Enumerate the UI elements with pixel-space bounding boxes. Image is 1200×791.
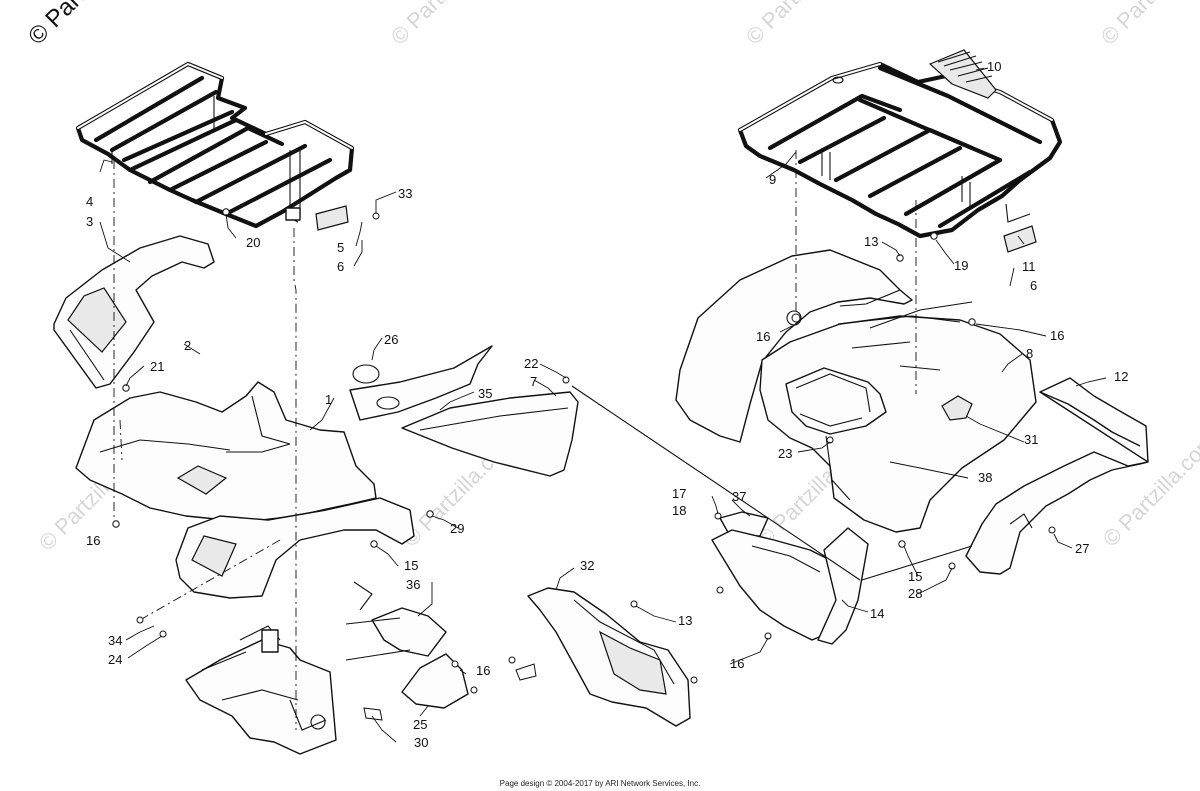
- callout-4: 4: [86, 194, 93, 209]
- callout-24: 24: [108, 652, 122, 667]
- callout-12: 12: [1114, 369, 1128, 384]
- callout-16: 16: [730, 656, 744, 671]
- leader-lines: [99, 67, 1107, 743]
- rear-grab-handle: [928, 49, 997, 99]
- watermark-tile: © Partzilla.com: [741, 0, 864, 50]
- callout-7: 7: [530, 374, 537, 389]
- callout-32: 32: [580, 558, 594, 573]
- callout-6: 6: [1030, 278, 1037, 293]
- callout-labels: 1 2 3 4 5 6 6 7 8 9 10 11 12 13 13 14 15…: [86, 59, 1128, 750]
- callout-9: 9: [769, 172, 776, 187]
- side-panels-front: [349, 345, 579, 477]
- rear-fender-right: [965, 377, 1149, 575]
- callout-5: 5: [337, 240, 344, 255]
- watermark-corner: © Partzilla: [23, 0, 120, 50]
- watermark-tile: © Partzilla.com: [1098, 429, 1200, 552]
- callout-16: 16: [86, 533, 100, 548]
- callout-22: 22: [524, 356, 538, 371]
- callout-10: 10: [987, 59, 1001, 74]
- callout-35: 35: [478, 386, 492, 401]
- callout-3: 3: [86, 214, 93, 229]
- callout-25: 25: [413, 717, 427, 732]
- footwell-right: [711, 511, 869, 645]
- rear-body: [675, 249, 1037, 533]
- callout-26: 26: [384, 332, 398, 347]
- callout-14: 14: [870, 606, 884, 621]
- callout-23: 23: [778, 446, 792, 461]
- callout-28: 28: [908, 586, 922, 601]
- callout-13: 13: [864, 234, 878, 249]
- callout-16: 16: [476, 663, 490, 678]
- assembly-lines: [113, 150, 973, 730]
- callout-29: 29: [450, 521, 464, 536]
- callout-1: 1: [325, 392, 332, 407]
- front-frame: [185, 625, 337, 755]
- callout-19: 19: [954, 258, 968, 273]
- callout-16: 16: [1050, 328, 1064, 343]
- watermark-tile: © Partzilla.com: [386, 0, 509, 50]
- callout-2: 2: [184, 338, 191, 353]
- callout-16: 16: [756, 329, 770, 344]
- callout-15: 15: [908, 569, 922, 584]
- callout-11: 11: [1022, 259, 1036, 274]
- callout-30: 30: [414, 735, 428, 750]
- callout-38: 38: [978, 470, 992, 485]
- front-fender-left: [53, 235, 215, 389]
- callout-33: 33: [398, 186, 412, 201]
- callout-17: 17: [672, 486, 686, 501]
- callout-13: 13: [678, 613, 692, 628]
- callout-36: 36: [406, 577, 420, 592]
- watermark-tile: © Partzilla.com: [1096, 0, 1200, 50]
- callout-37: 37: [732, 489, 746, 504]
- page-footer: Page design © 2004-2017 by ARI Network S…: [499, 779, 701, 788]
- front-rack: [75, 61, 355, 229]
- callout-18: 18: [672, 503, 686, 518]
- front-body: [75, 381, 415, 599]
- callout-15: 15: [404, 558, 418, 573]
- hardware: [112, 208, 1056, 721]
- footwell-left: [527, 587, 691, 727]
- callout-31: 31: [1024, 432, 1038, 447]
- callout-8: 8: [1026, 346, 1033, 361]
- callout-21: 21: [150, 359, 164, 374]
- callout-34: 34: [108, 633, 122, 648]
- callout-20: 20: [246, 235, 260, 250]
- callout-27: 27: [1075, 541, 1089, 556]
- rear-rack: [737, 61, 1063, 239]
- reflectors: [315, 205, 1037, 253]
- callout-6: 6: [337, 259, 344, 274]
- lower-front-panels: [345, 581, 469, 709]
